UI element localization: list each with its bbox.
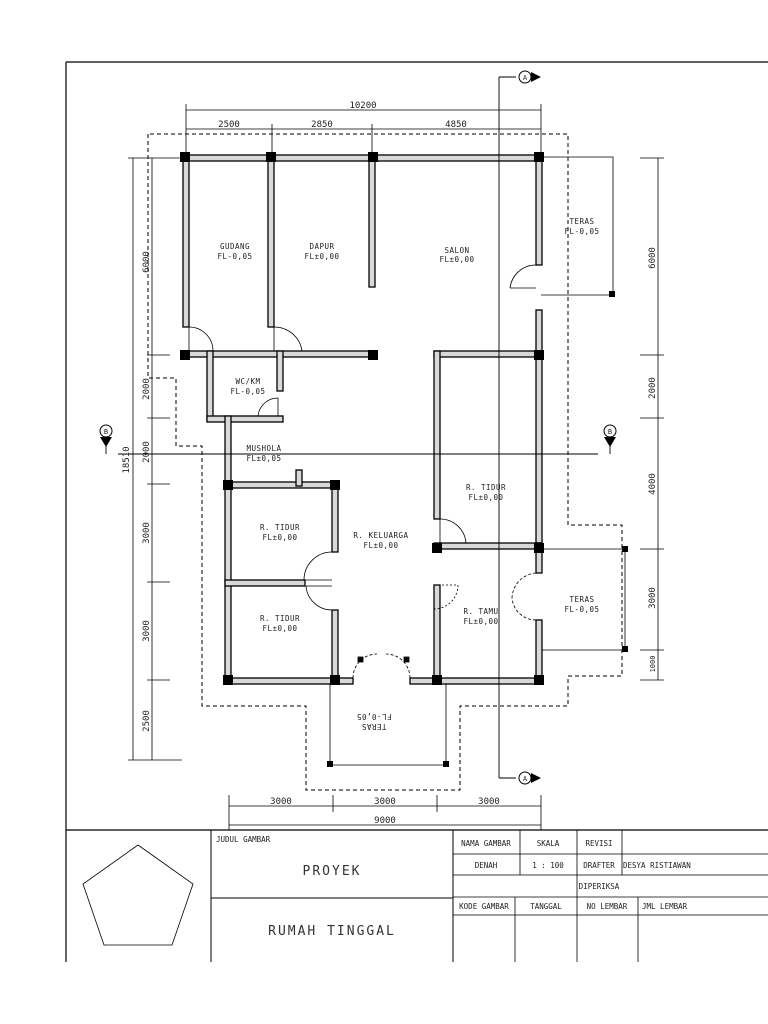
dimension-right: 6000 2000 4000 3000 1000 [640,157,664,681]
title-block-tanggal-label: TANGGAL [530,902,562,911]
teras-lower-canopy [541,546,628,652]
dimension-top: 10200 2500 2850 4850 [185,101,542,152]
dim-left-seg-1: 6000 [142,251,152,273]
dim-right-seg-3: 4000 [648,473,658,495]
room-fl-dapur: FL±0,00 [304,252,339,261]
title-block-skala-value: 1 : 100 [532,861,564,870]
room-fl-teras-lower: FL-0,05 [564,605,599,614]
section-lines [118,77,598,778]
room-fl-keluarga: FL±0,00 [363,541,398,550]
pentagon-logo [82,844,194,946]
room-fl-wc: FL-0,05 [230,387,265,396]
room-name-teras-upper: TERAS [569,217,594,226]
room-name-teras-front: TERAS [361,722,386,731]
room-name-tamu: R. TAMU [463,607,498,616]
room-name-salon: SALON [444,246,469,255]
room-fl-tidur-2: FL±0,00 [262,624,297,633]
dim-top-seg-2: 2850 [311,120,333,130]
room-labels: GUDANG FL-0,05 DAPUR FL±0,00 SALON FL±0,… [217,217,599,731]
teras-front-canopy [327,682,449,767]
room-name-musholla: MUSHOLA [246,444,281,453]
room-fl-salon: FL±0,00 [439,255,474,264]
title-block-nama-gambar-label: NAMA GAMBAR [461,839,511,848]
dim-top-seg-1: 2500 [218,120,240,130]
room-name-tidur-2: R. TIDUR [260,614,300,623]
sheet-border [65,61,768,962]
section-marker-a-top: A [499,70,541,84]
title-block-drafter-value: DESYA RISTIAWAN [623,861,691,870]
title-block-jml-lembar-label: JML LEMBAR [642,902,688,911]
title-block-revisi-label: REVISI [585,839,612,848]
dim-right-seg-2: 2000 [648,377,658,399]
room-fl-teras-front: FL-0,05 [356,712,391,721]
title-block-drafter-label: DRAFTER [583,861,615,870]
doors [188,264,537,679]
room-fl-musholla: FL±0,05 [246,454,281,463]
dim-bottom-seg-3: 3000 [478,797,500,807]
dim-right-seg-4: 3000 [648,587,658,609]
title-block-no-lembar-label: NO LEMBAR [587,902,628,911]
section-marker-b-left: B [99,424,113,454]
title-block-project: PROYEK [303,864,362,879]
room-fl-tidur-kanan: FL±0,00 [468,493,503,502]
room-name-tidur-1: R. TIDUR [260,523,300,532]
title-block-skala-label: SKALA [537,839,560,848]
dim-bottom-seg-2: 3000 [374,797,396,807]
dim-right-seg-1: 6000 [648,247,658,269]
title-block: JUDUL GAMBAR PROYEK RUMAH TINGGAL NAMA G… [82,830,768,962]
dim-left-seg-2: 2000 [142,378,152,400]
title-block-kode-label: KODE GAMBAR [459,902,509,911]
room-name-tidur-kanan: R. TIDUR [466,483,506,492]
dim-bottom-seg-1: 3000 [270,797,292,807]
room-fl-gudang: FL-0,05 [217,252,252,261]
section-label-b-right: B [608,428,612,436]
dim-left-seg-5: 3000 [142,620,152,642]
dim-right-seg-5: 1000 [649,656,657,673]
title-block-nama-gambar-value: DENAH [475,861,498,870]
dim-top-seg-3: 4850 [445,120,467,130]
dim-left-total: 18510 [122,446,132,473]
room-name-keluarga: R. KELUARGA [353,531,408,540]
section-label-a-bottom: A [523,775,528,783]
teras-upper-canopy [541,156,615,297]
dim-left-seg-3: 2000 [142,441,152,463]
room-fl-tamu: FL±0,00 [463,617,498,626]
dim-left-seg-4: 3000 [142,522,152,544]
title-block-diperiksa-label: DIPERIKSA [579,882,620,891]
room-fl-tidur-1: FL±0,00 [262,533,297,542]
dim-left-seg-6: 2500 [142,710,152,732]
dim-bottom-total: 9000 [374,816,396,826]
section-marker-a-bottom: A [499,771,541,785]
room-name-dapur: DAPUR [309,242,334,251]
section-marker-b-right: B [603,424,617,454]
dimension-left: 18510 6000 2000 2000 3000 3000 2500 [122,157,182,761]
walls [180,152,544,685]
title-block-title: RUMAH TINGGAL [268,924,396,939]
roof-outline [147,133,623,791]
room-fl-teras-upper: FL-0,05 [564,227,599,236]
room-name-wc: WC/KM [235,377,260,386]
section-label-b-left: B [104,428,108,436]
room-name-gudang: GUDANG [220,242,250,251]
title-block-judul-label: JUDUL GAMBAR [216,835,271,844]
dimension-bottom: 3000 3000 3000 9000 [228,795,542,830]
dim-top-total: 10200 [349,101,376,111]
room-name-teras-lower: TERAS [569,595,594,604]
section-label-a-top: A [523,74,528,82]
